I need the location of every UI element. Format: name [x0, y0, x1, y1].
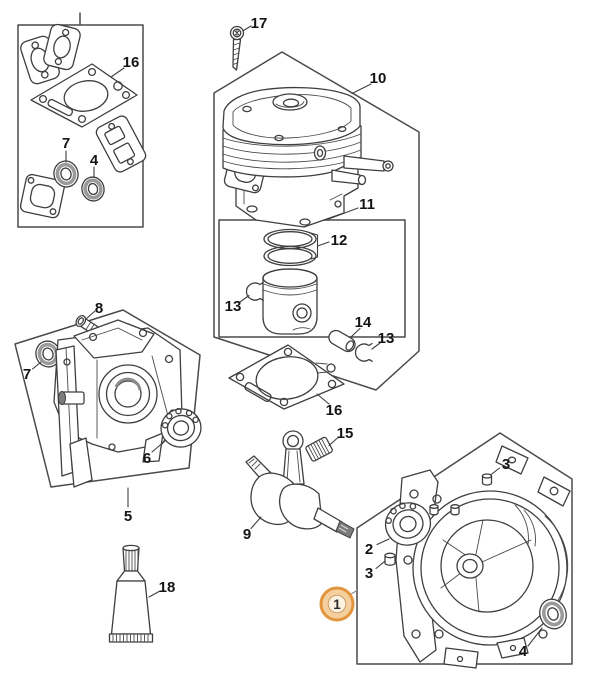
callout-1-label: 1	[333, 597, 341, 612]
ball-bearing-pump-side	[160, 407, 202, 448]
highlight-inner-disc	[327, 594, 347, 614]
callout-18[interactable]: 18	[159, 579, 176, 596]
callout-2[interactable]: 2	[365, 541, 373, 558]
needle-cage	[305, 436, 333, 462]
muffler-gasket	[19, 173, 66, 219]
ball-bearing-flywheel	[384, 502, 432, 546]
piston-rings	[263, 228, 317, 267]
callout-13-left[interactable]: 13	[225, 298, 242, 315]
circlip-left	[245, 281, 264, 301]
oil-seal-flywheel	[539, 598, 567, 630]
callout-4-set[interactable]: 4	[90, 152, 99, 169]
callout-6[interactable]: 6	[143, 450, 151, 467]
sealant-tube	[108, 544, 154, 643]
callout-9[interactable]: 9	[243, 526, 251, 543]
carburetor-gasket	[43, 23, 81, 71]
callout-7-set[interactable]: 7	[62, 135, 70, 152]
callout-4-bottom[interactable]: 4	[519, 643, 528, 660]
callout-3-top[interactable]: 3	[502, 456, 510, 473]
callout-3-left[interactable]: 3	[365, 565, 373, 582]
callout-7-left[interactable]: 7	[23, 366, 31, 383]
callout-8[interactable]: 8	[95, 300, 103, 317]
crankcase-pump-side-drawing	[53, 319, 183, 488]
circlip-right	[354, 342, 373, 362]
crankshaft-drawing	[245, 430, 355, 539]
gasket-set-contents	[19, 23, 147, 219]
callout-14[interactable]: 14	[355, 314, 372, 331]
cylinder-drawing	[222, 86, 394, 228]
callout-15[interactable]: 15	[337, 425, 354, 442]
oil-seal-set-large	[81, 176, 105, 202]
leader-lines	[31, 25, 543, 647]
callout-17[interactable]: 17	[251, 15, 268, 32]
callout-16-gasket[interactable]: 16	[326, 402, 343, 419]
callout-11[interactable]: 11	[359, 196, 375, 213]
callout-16-gasket-set[interactable]: 16	[123, 54, 140, 71]
cylinder-screw	[229, 25, 245, 71]
gasket-set-box	[17, 24, 144, 228]
callout-13-right[interactable]: 13	[378, 330, 395, 347]
oil-seal-set-small	[53, 160, 79, 188]
cylinder-gasket	[228, 344, 345, 410]
callout-1-selected[interactable]: 1	[319, 586, 355, 622]
manifold-gasket	[95, 115, 147, 173]
callout-10[interactable]: 10	[370, 70, 387, 87]
crankcase-pump-side-box	[14, 309, 201, 488]
callout-5[interactable]: 5	[124, 508, 132, 525]
piston-pin	[328, 329, 356, 353]
dowel-pins	[384, 473, 493, 566]
cylinder-group-box	[213, 51, 420, 391]
callout-12[interactable]: 12	[331, 232, 348, 249]
piston-drawing	[262, 268, 318, 335]
cylinder-gasket-in-set	[30, 63, 138, 128]
